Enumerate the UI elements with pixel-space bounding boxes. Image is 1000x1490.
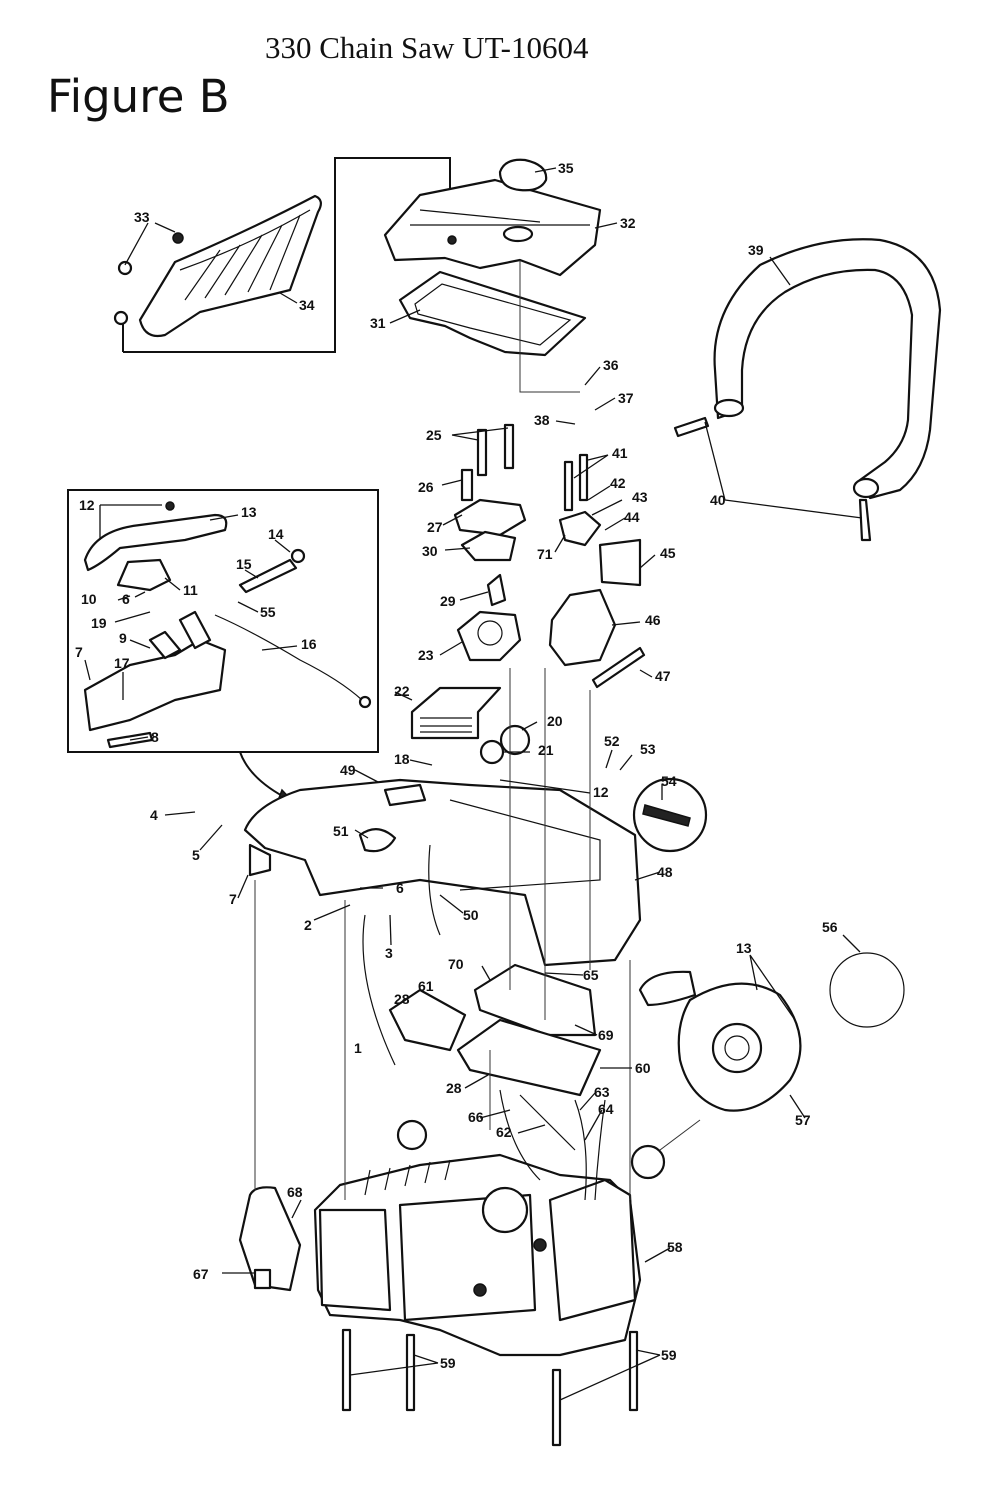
mounting-bolts-59 <box>341 1328 639 1447</box>
starter-part <box>630 952 905 1180</box>
callout-40: 40 <box>710 492 726 508</box>
fuel-line <box>428 844 441 936</box>
chain-guard-part <box>113 157 451 353</box>
callout-47: 47 <box>655 668 671 684</box>
callout-68: 68 <box>287 1184 303 1200</box>
callout-13a: 13 <box>241 504 257 520</box>
rear-handle-inset-parts <box>83 501 372 749</box>
callout-7b: 7 <box>229 891 237 907</box>
callout-37: 37 <box>618 390 634 406</box>
callout-20: 20 <box>547 713 563 729</box>
callout-58: 58 <box>667 1239 683 1255</box>
callout-3: 3 <box>385 945 393 961</box>
gasket-plates <box>388 963 602 1097</box>
carburetor-right-parts <box>548 453 646 689</box>
callout-1: 1 <box>354 1040 362 1056</box>
callout-62: 62 <box>496 1124 512 1140</box>
assembly-guide-lines <box>254 668 701 1200</box>
callout-42: 42 <box>610 475 626 491</box>
callout-66: 66 <box>468 1109 484 1125</box>
callout-6b: 6 <box>396 880 404 896</box>
callout-10: 10 <box>81 591 97 607</box>
callout-48: 48 <box>657 864 673 880</box>
callout-63: 63 <box>594 1084 610 1100</box>
callout-38: 38 <box>534 412 550 428</box>
callout-28a: 28 <box>394 991 410 1007</box>
leader-lines <box>84 167 863 1401</box>
top-cover-part <box>383 158 602 357</box>
callout-17: 17 <box>114 655 130 671</box>
callout-52: 52 <box>604 733 620 749</box>
callout-16: 16 <box>301 636 317 652</box>
callout-21: 21 <box>538 742 554 758</box>
callout-54: 54 <box>661 773 677 789</box>
front-handle-part <box>673 238 942 542</box>
callout-33: 33 <box>134 209 150 225</box>
callout-8: 8 <box>151 729 159 745</box>
callout-labels: 33 34 35 32 31 39 36 37 38 25 41 26 42 4… <box>75 160 838 1371</box>
callout-65: 65 <box>583 967 599 983</box>
callout-59b: 59 <box>661 1347 677 1363</box>
callout-70: 70 <box>448 956 464 972</box>
impulse-line <box>362 914 396 1066</box>
callout-25: 25 <box>426 427 442 443</box>
callout-35: 35 <box>558 160 574 176</box>
callout-64: 64 <box>598 1101 614 1117</box>
callout-56: 56 <box>822 919 838 935</box>
callout-18: 18 <box>394 751 410 767</box>
callout-46: 46 <box>645 612 661 628</box>
callout-14: 14 <box>268 526 284 542</box>
callout-41: 41 <box>612 445 628 461</box>
callout-11: 11 <box>183 582 198 598</box>
callout-32: 32 <box>620 215 636 231</box>
guide-line-cover <box>519 260 580 393</box>
callout-9: 9 <box>119 630 127 646</box>
housing-part <box>243 777 708 967</box>
callout-50: 50 <box>463 907 479 923</box>
callout-6a: 6 <box>122 591 130 607</box>
callout-36: 36 <box>603 357 619 373</box>
callout-5: 5 <box>192 847 200 863</box>
callout-2: 2 <box>304 917 312 933</box>
callout-29: 29 <box>440 593 456 609</box>
carburetor-stack-parts <box>453 423 527 662</box>
callout-34: 34 <box>299 297 315 313</box>
callout-49: 49 <box>340 762 356 778</box>
callout-59a: 59 <box>440 1355 456 1371</box>
diagram-title: 330 Chain Saw UT-10604 <box>265 30 589 65</box>
callout-26: 26 <box>418 479 434 495</box>
callout-53: 53 <box>640 741 656 757</box>
callout-22: 22 <box>394 683 410 699</box>
callout-39: 39 <box>748 242 764 258</box>
callout-12a: 12 <box>79 497 95 513</box>
callout-69: 69 <box>598 1027 614 1043</box>
figure-label: Figure B <box>47 70 230 123</box>
callout-43: 43 <box>632 489 648 505</box>
callout-13b: 13 <box>736 940 752 956</box>
callout-45: 45 <box>660 545 676 561</box>
callout-7a: 7 <box>75 644 83 660</box>
callout-60: 60 <box>635 1060 651 1076</box>
callout-61: 61 <box>418 978 434 994</box>
callout-31: 31 <box>370 315 386 331</box>
callout-4: 4 <box>150 807 158 823</box>
callout-12b: 12 <box>593 784 609 800</box>
handle-inset-frame <box>67 489 379 753</box>
callout-19: 19 <box>91 615 107 631</box>
callout-67: 67 <box>193 1266 209 1282</box>
callout-44: 44 <box>624 509 640 525</box>
callout-28b: 28 <box>446 1080 462 1096</box>
callout-23: 23 <box>418 647 434 663</box>
callout-51: 51 <box>333 823 349 839</box>
callout-55: 55 <box>260 604 276 620</box>
callout-27: 27 <box>427 519 443 535</box>
callout-15: 15 <box>236 556 252 572</box>
callout-57: 57 <box>795 1112 811 1128</box>
callout-71: 71 <box>537 546 553 562</box>
callout-30: 30 <box>422 543 438 559</box>
engine-block-part <box>238 1089 642 1357</box>
